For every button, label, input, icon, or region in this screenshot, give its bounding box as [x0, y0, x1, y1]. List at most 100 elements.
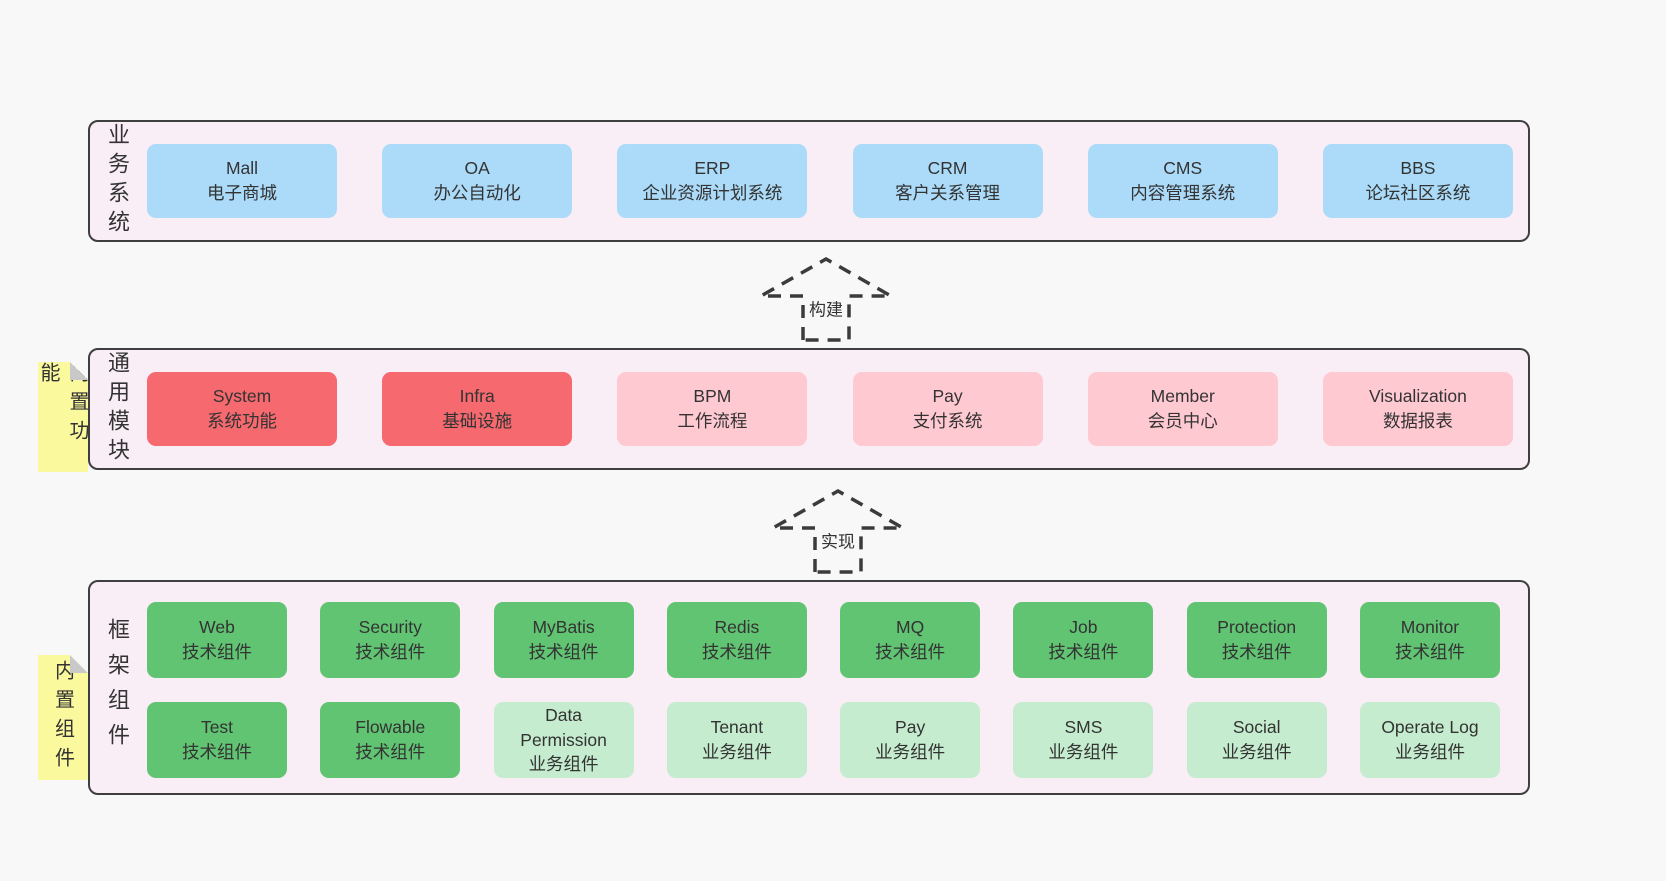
box-title: Protection	[1217, 617, 1297, 638]
band-modules-label: 通用模块	[100, 350, 134, 468]
build-arrow-label: 构建	[806, 294, 846, 322]
box-subtitle: 技术组件	[1048, 642, 1119, 662]
box-subtitle: 业务组件	[1394, 742, 1465, 762]
box-subtitle: 技术组件	[355, 642, 426, 662]
box-subtitle: 业务组件	[528, 754, 599, 775]
box-subtitle: 基础设施	[442, 411, 513, 431]
box-title: Security	[358, 617, 422, 638]
box-title: CRM	[927, 158, 968, 179]
box-title: BPM	[693, 386, 732, 407]
components-box-row-1: Web 技术组件 Security 技术组件 MyBatis 技术组件 Redi…	[147, 602, 1500, 678]
box-title: Operate Log	[1381, 717, 1479, 738]
box-protection: Protection 技术组件	[1186, 602, 1327, 678]
box-subtitle: 技术组件	[182, 742, 252, 762]
box-crm: CRM 客户关系管理	[852, 144, 1043, 218]
box-subtitle: 技术组件	[1394, 642, 1465, 662]
box-sms: SMS 业务组件	[1013, 702, 1154, 778]
box-mall: Mall 电子商城	[147, 144, 337, 218]
up-arrow-icon	[768, 488, 908, 574]
box-subtitle: 技术组件	[1221, 642, 1292, 662]
box-title: Web	[199, 617, 235, 638]
box-title: SMS	[1064, 717, 1103, 738]
box-subtitle: 企业资源计划系统	[642, 183, 783, 203]
implement-arrow-label: 实现	[818, 526, 858, 554]
box-subtitle: 技术组件	[701, 642, 772, 662]
up-arrow-icon	[756, 256, 896, 342]
box-security: Security 技术组件	[320, 602, 461, 678]
box-subtitle: 支付系统	[912, 411, 983, 431]
box-subtitle: 数据报表	[1382, 411, 1453, 431]
box-monitor: Monitor 技术组件	[1359, 602, 1500, 678]
box-data-permission: Data Permission 业务组件	[493, 702, 634, 778]
box-title: Member	[1150, 386, 1215, 407]
box-subtitle: 客户关系管理	[895, 183, 1001, 203]
box-title: Flowable	[355, 717, 426, 738]
box-title: Test	[200, 717, 234, 738]
components-box-row-2: Test 技术组件 Flowable 技术组件 Data Permission …	[147, 702, 1500, 778]
box-subtitle: 业务组件	[875, 742, 946, 762]
box-social: Social 业务组件	[1186, 702, 1327, 778]
band-framework-components: 框架组件 Web 技术组件 Security 技术组件 MyBatis 技术组件…	[88, 580, 1530, 795]
box-web: Web 技术组件	[147, 602, 287, 678]
band-business-label: 业务系统	[100, 122, 134, 240]
sticky-text: 内置组件	[51, 659, 74, 776]
box-visualization: Visualization 数据报表	[1322, 372, 1513, 446]
box-pay-module: Pay 支付系统	[852, 372, 1043, 446]
box-tenant: Tenant 业务组件	[666, 702, 807, 778]
box-title: Tenant	[710, 717, 764, 738]
box-flowable: Flowable 技术组件	[320, 702, 461, 778]
box-mybatis: MyBatis 技术组件	[493, 602, 634, 678]
box-subtitle: 电子商城	[207, 183, 277, 203]
band-components-label: 框架组件	[100, 582, 134, 793]
box-subtitle: 技术组件	[528, 642, 599, 662]
box-bpm: BPM 工作流程	[617, 372, 808, 446]
box-title: Mall	[225, 158, 259, 179]
box-title: System	[212, 386, 272, 407]
box-operate-log: Operate Log 业务组件	[1359, 702, 1500, 778]
modules-box-row: System 系统功能 Infra 基础设施 BPM 工作流程 Pay 支付系统…	[147, 372, 1513, 446]
box-title: Social	[1232, 717, 1281, 738]
box-test: Test 技术组件	[147, 702, 287, 778]
box-title: ERP	[694, 158, 731, 179]
box-subtitle: 会员中心	[1147, 411, 1218, 431]
box-title: BBS	[1400, 158, 1436, 179]
build-arrow: 构建	[756, 256, 896, 342]
box-subtitle: 内容管理系统	[1130, 183, 1236, 203]
box-bbs: BBS 论坛社区系统	[1322, 144, 1513, 218]
box-oa: OA 办公自动化	[382, 144, 573, 218]
box-cms: CMS 内容管理系统	[1087, 144, 1278, 218]
sticky-built-in-components: 内置组件	[38, 655, 88, 780]
band-label-text: 通用模块	[105, 351, 130, 467]
box-title: Monitor	[1400, 617, 1460, 638]
sticky-built-in-features: 内置功能	[38, 362, 88, 472]
sticky-text: 内置功能	[37, 362, 88, 449]
box-subtitle: 办公自动化	[433, 183, 521, 203]
box-subtitle: 技术组件	[182, 642, 252, 662]
band-label-text: 业务系统	[105, 123, 130, 239]
box-pay-component: Pay 业务组件	[840, 702, 981, 778]
box-title: Data Permission	[520, 704, 607, 750]
box-subtitle: 系统功能	[207, 411, 277, 431]
box-subtitle: 业务组件	[701, 742, 772, 762]
band-common-modules: 通用模块 System 系统功能 Infra 基础设施 BPM 工作流程 Pay…	[88, 348, 1530, 470]
box-title: Job	[1069, 617, 1098, 638]
box-title: Redis	[714, 617, 760, 638]
box-title: Pay	[932, 386, 963, 407]
box-title: Visualization	[1368, 386, 1467, 407]
band-label-text: 框架组件	[105, 617, 130, 758]
box-job: Job 技术组件	[1013, 602, 1154, 678]
box-title: Pay	[895, 717, 926, 738]
box-redis: Redis 技术组件	[666, 602, 807, 678]
box-title: OA	[464, 158, 490, 179]
box-subtitle: 业务组件	[1048, 742, 1119, 762]
band-business-systems: 业务系统 Mall 电子商城 OA 办公自动化 ERP 企业资源计划系统 CRM…	[88, 120, 1530, 242]
box-subtitle: 工作流程	[677, 411, 748, 431]
box-mq: MQ 技术组件	[840, 602, 981, 678]
box-infra: Infra 基础设施	[382, 372, 573, 446]
box-title: MQ	[896, 617, 925, 638]
box-erp: ERP 企业资源计划系统	[617, 144, 808, 218]
box-subtitle: 技术组件	[355, 742, 426, 762]
box-subtitle: 业务组件	[1221, 742, 1292, 762]
implement-arrow: 实现	[768, 488, 908, 574]
